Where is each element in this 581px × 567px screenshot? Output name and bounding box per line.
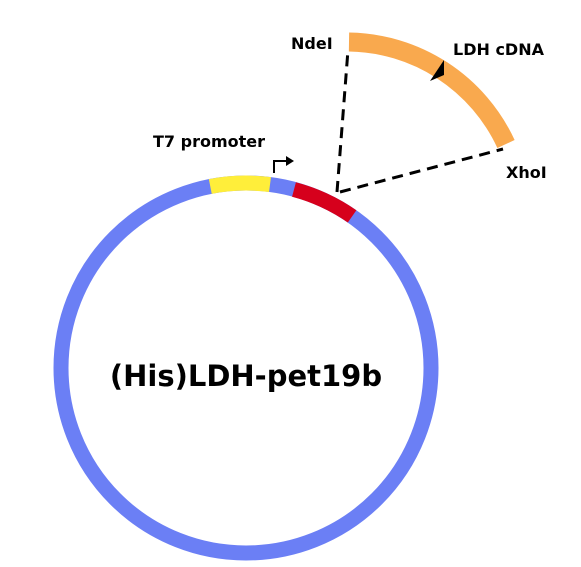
ndei-label: NdeI [291, 34, 333, 53]
plasmid-name-label: (His)LDH-pet19b [110, 359, 382, 393]
promoter-start-arrow-icon [273, 160, 287, 173]
xhoi-label: XhoI [506, 163, 547, 182]
t7-promoter-segment [208, 175, 271, 194]
insertion-site-segment [291, 182, 357, 223]
t7-promoter-label: T7 promoter [153, 132, 265, 151]
xhoi-dashed-line [339, 147, 504, 194]
insert-direction-arrow-icon [430, 60, 444, 81]
ldh-cdna-label: LDH cDNA [453, 40, 545, 59]
ndei-dashed-line [335, 49, 350, 193]
promoter-arrowhead-icon [286, 156, 294, 166]
